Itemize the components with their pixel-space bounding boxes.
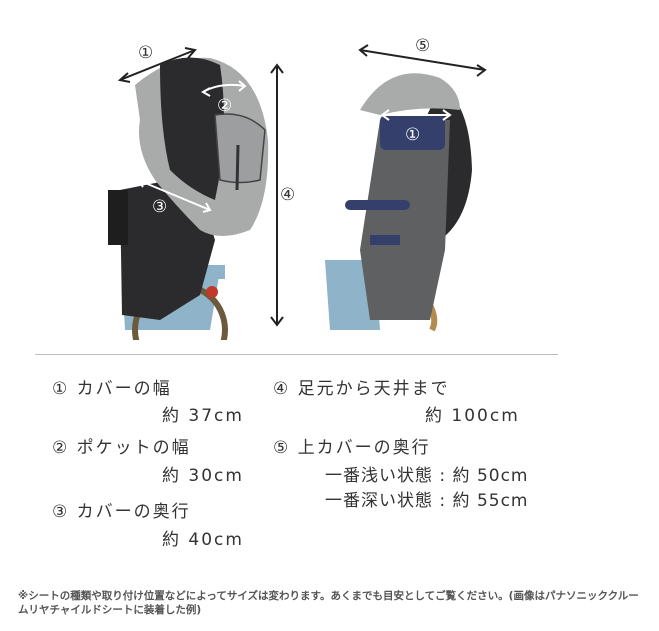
- spec-item-2: ② ポケットの幅 約 30cm: [52, 433, 242, 486]
- marker-1: ①: [138, 43, 153, 63]
- spec-value: 約 30cm: [162, 466, 244, 486]
- spec-label: ポケットの幅: [76, 438, 191, 458]
- marker-3: ③: [152, 197, 167, 217]
- marker-5: ⑤: [415, 36, 430, 56]
- spec-item-3: ③ カバーの奥行 約 40cm: [52, 497, 242, 550]
- footnote: ※シートの種類や取り付け位置などによってサイズは変わります。あくまでも目安として…: [18, 590, 639, 616]
- spec-value-shallow: 一番浅い状態 : 約 50cm: [325, 466, 529, 486]
- spec-item-4: ④ 足元から天井まで 約 100cm: [273, 374, 518, 426]
- spec-item-1: ① カバーの幅 約 37cm: [52, 374, 242, 426]
- spec-num: ⑤: [273, 438, 291, 458]
- spec-num: ①: [52, 379, 70, 399]
- spec-label: カバーの幅: [76, 379, 172, 399]
- spec-value: 約 100cm: [425, 406, 520, 426]
- spec-label: 足元から天井まで: [297, 379, 450, 399]
- product-photo-rear: ⑤ ①: [320, 30, 510, 340]
- spec-value: 約 40cm: [162, 530, 244, 550]
- marker-4: ④: [280, 185, 295, 205]
- spec-item-5: ⑤ 上カバーの奥行 一番浅い状態 : 約 50cm 一番深い状態 : 約 55c…: [273, 433, 527, 511]
- marker-1-rear: ①: [405, 125, 420, 145]
- spec-value: 約 37cm: [162, 406, 244, 426]
- spec-label: カバーの奥行: [76, 502, 191, 522]
- spec-num: ③: [52, 502, 70, 522]
- product-photo-side: ① ② ③ ④: [100, 30, 320, 340]
- spec-num: ④: [273, 379, 291, 399]
- divider: [35, 354, 558, 355]
- spec-num: ②: [52, 438, 70, 458]
- spec-label: 上カバーの奥行: [297, 438, 431, 458]
- marker-2: ②: [217, 96, 232, 116]
- spec-value-deep: 一番深い状態 : 約 55cm: [325, 491, 529, 511]
